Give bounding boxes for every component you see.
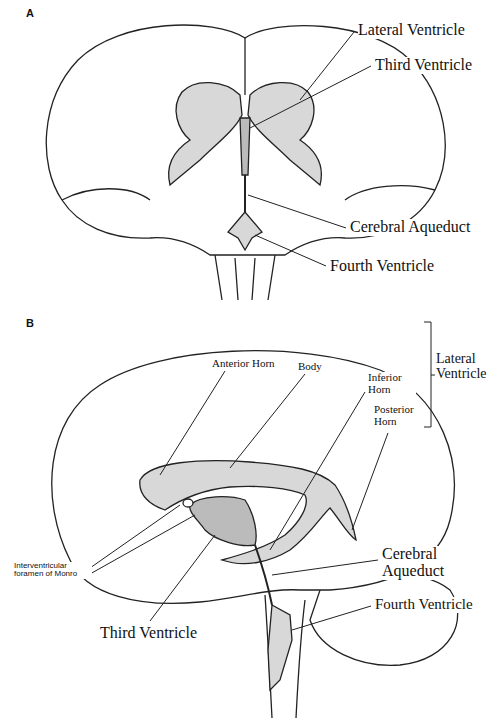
fourth-ventricle-shape (268, 605, 292, 690)
third-ventricle-shape (190, 497, 256, 546)
structure-label: Third Ventricle (100, 625, 197, 642)
leader-line (300, 32, 354, 100)
brainstem (215, 255, 275, 300)
panel-letter: B (26, 318, 34, 330)
brainstem (265, 595, 305, 718)
structure-label: Interventricular foramen of Monro (14, 562, 92, 579)
lateral-ventricle-shape (248, 83, 321, 185)
structure-label: Cerebral Aqueduct (350, 219, 470, 236)
leader-line (150, 535, 215, 621)
leader-line (248, 195, 346, 228)
leader-line (90, 515, 195, 574)
structure-label: Lateral Ventricle (358, 22, 465, 39)
leader-line (250, 66, 371, 128)
lateral-ventricle-shape (169, 83, 242, 185)
foramen-shape (183, 499, 193, 507)
structure-label: Fourth Ventricle (330, 258, 434, 275)
leader-line (270, 392, 365, 550)
lateral-ventricle-shape (140, 461, 356, 564)
structure-label: Fourth Ventricle (375, 597, 473, 613)
panel-b-drawing (52, 322, 458, 718)
leader-line (292, 606, 371, 630)
leader-line (160, 371, 225, 475)
part-label: Inferior Horn (368, 372, 416, 395)
structure-label: Third Ventricle (375, 57, 472, 74)
midline (244, 38, 245, 95)
bracket (424, 322, 435, 427)
leader-line (352, 433, 388, 530)
structure-label: Cerebral Aqueduct (382, 546, 462, 580)
fourth-ventricle-shape (228, 212, 262, 250)
part-label: Anterior Horn (212, 358, 275, 370)
leader-line (255, 235, 326, 266)
panel-letter: A (26, 8, 34, 20)
leader-line (230, 374, 305, 468)
part-label: Posterior Horn (374, 404, 422, 427)
part-label: Body (298, 361, 322, 373)
leader-line (272, 560, 378, 575)
group-label: Lateral Ventricle (436, 352, 496, 381)
leader-line (90, 505, 180, 568)
temporal-lobe-line (62, 189, 150, 200)
aqueduct-shape (255, 545, 272, 605)
temporal-lobe-line (345, 186, 435, 200)
third-ventricle-shape (240, 118, 250, 175)
aqueduct-shape (244, 175, 246, 212)
